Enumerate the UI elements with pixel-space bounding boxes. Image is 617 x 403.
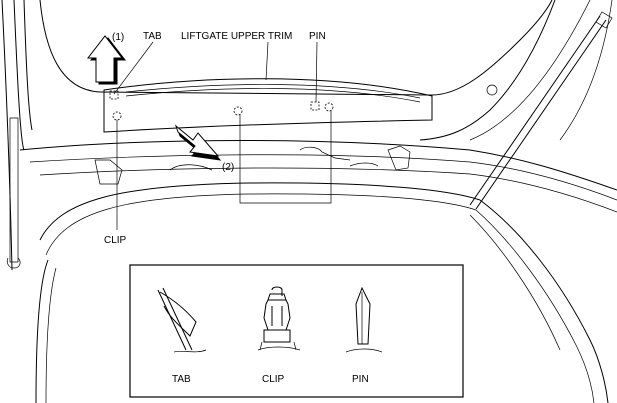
clip-location-marker: [112, 111, 122, 121]
clip-leader-bracket: [239, 111, 332, 204]
pin-location-marker: [310, 101, 320, 111]
clip-illustration: [257, 286, 301, 351]
tab-leader-line: [113, 41, 154, 95]
pin-illustration: [345, 286, 383, 353]
step-1-label: (1): [112, 32, 124, 43]
arrow-step-1: [86, 35, 127, 85]
cargo-opening: [35, 182, 609, 403]
tab-location-marker: [109, 90, 119, 100]
liftgate-upper-trim-panel: [103, 78, 433, 133]
arrow-step-2: [174, 124, 222, 161]
pin-label: PIN: [309, 31, 326, 42]
left-pillar: [1, 0, 33, 271]
roof-line: [39, 0, 613, 141]
tab-label: TAB: [143, 31, 162, 42]
step-2-label: (2): [222, 162, 234, 173]
trim-leader-line: [265, 41, 269, 81]
clip-label: CLIP: [104, 235, 127, 246]
gas-strut: [469, 11, 613, 210]
legend-clip-label: CLIP: [262, 374, 285, 385]
legend-tab-label: TAB: [172, 374, 191, 385]
pin-leader-line: [315, 41, 318, 103]
tab-illustration: [157, 287, 207, 353]
body-crossmember: [19, 140, 617, 213]
trim-label: LIFTGATE UPPER TRIM: [181, 31, 292, 42]
legend-pin-label: PIN: [352, 374, 369, 385]
clip-location-marker: [233, 106, 243, 116]
clip-location-marker: [324, 102, 334, 112]
fastener-legend: TAB CLIP PIN: [129, 264, 464, 398]
